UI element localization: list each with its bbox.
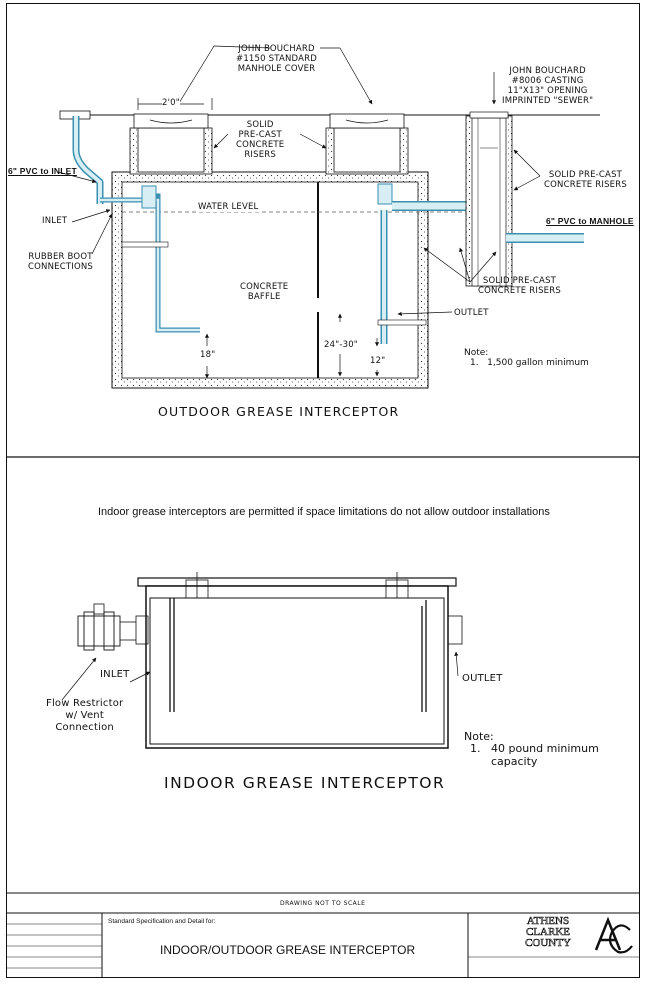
outdoor-note-item: 1. 1,500 gallon minimum <box>470 358 589 368</box>
agency-name: ATHENS CLARKE COUNTY <box>525 915 571 949</box>
title-block <box>7 892 640 978</box>
outdoor-title: OUTDOOR GREASE INTERCEPTOR <box>158 404 400 419</box>
drawing-sheet <box>6 3 640 978</box>
logo-c-mark <box>608 924 633 954</box>
risers-center-label: SOLID PRE-CAST CONCRETE RISERS <box>236 120 285 160</box>
manhole-cover-label: JOHN BOUCHARD #1150 STANDARD MANHOLE COV… <box>236 44 318 74</box>
risers-right-label: SOLID PRE-CAST CONCRETE RISERS <box>544 170 627 190</box>
indoor-inlet-label: INLET <box>100 669 130 680</box>
outdoor-manhole <box>465 111 584 287</box>
dim-12: 12" <box>370 356 386 366</box>
casting-label: JOHN BOUCHARD #8006 CASTING 11"X13" OPEN… <box>502 66 594 106</box>
indoor-note-item: 1. 40 pound minimum capacity <box>470 742 599 768</box>
dim-24-30: 24"-30" <box>324 340 358 350</box>
risers-bottom-label: SOLID PRE-CAST CONCRETE RISERS <box>478 276 561 296</box>
outdoor-outlet-label: OUTLET <box>454 308 489 318</box>
indoor-permit-text: Indoor grease interceptors are permitted… <box>98 506 550 518</box>
spec-label: Standard Specification and Detail for: <box>108 918 216 925</box>
baffle-label: CONCRETE BAFFLE <box>240 282 289 302</box>
indoor-tank <box>77 572 463 749</box>
pvc-manhole-label: 6" PVC to MANHOLE <box>546 216 634 226</box>
outdoor-inlet-label: INLET <box>42 216 68 226</box>
indoor-note-title: Note: <box>464 730 494 743</box>
outdoor-note-title: Note: <box>464 348 489 358</box>
rubber-boot-label: RUBBER BOOT CONNECTIONS <box>28 252 93 272</box>
pvc-inlet-label: 6" PVC to INLET <box>8 166 77 176</box>
not-to-scale-label: DRAWING NOT TO SCALE <box>280 900 366 907</box>
outdoor-tank <box>72 113 500 389</box>
logo-letters: AC <box>592 932 593 933</box>
flow-restrictor-label: Flow Restrictor w/ Vent Connection <box>46 698 124 733</box>
water-level-label: WATER LEVEL <box>198 202 259 212</box>
drawing-title: INDOOR/OUTDOOR GREASE INTERCEPTOR <box>160 943 416 957</box>
logo-a-mark <box>594 916 622 951</box>
indoor-outlet-label: OUTLET <box>462 673 503 684</box>
indoor-title: INDOOR GREASE INTERCEPTOR <box>164 774 446 792</box>
width-dimension: 2'0" <box>162 98 180 108</box>
dim-18: 18" <box>200 350 216 360</box>
